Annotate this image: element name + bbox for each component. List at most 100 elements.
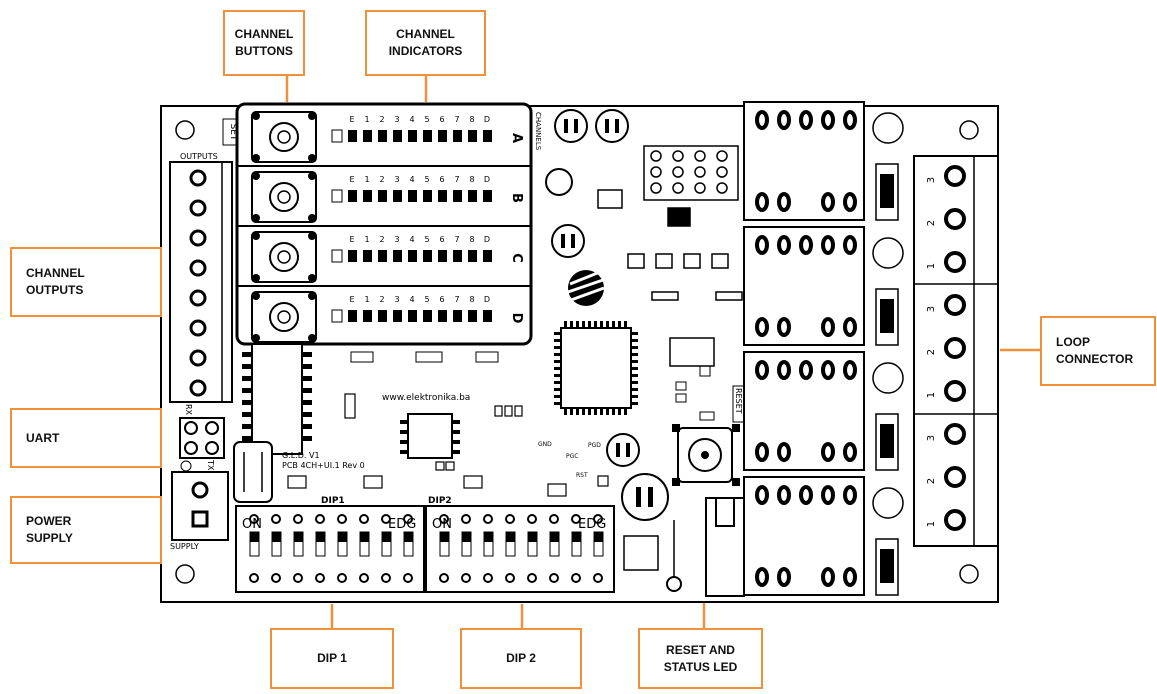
indicator-digit: 4 xyxy=(409,175,414,184)
indicator-led xyxy=(438,250,447,262)
indicator-digit: 5 xyxy=(424,175,429,184)
output-screw xyxy=(189,289,207,307)
indicator-led xyxy=(408,250,417,262)
indicator-led xyxy=(423,310,432,322)
loop-pin-number: 1 xyxy=(926,521,937,527)
indicator-led xyxy=(408,310,417,322)
silk-on-2: ON xyxy=(432,517,452,532)
indicator-digit: 5 xyxy=(424,295,429,304)
loop-pin-number: 1 xyxy=(926,263,937,269)
loop-pin-number: 2 xyxy=(926,349,937,355)
silk-pin-pgd: PGD xyxy=(588,442,601,449)
loop-screw xyxy=(944,251,966,273)
microcontroller xyxy=(560,327,632,409)
channel-letter: A xyxy=(509,133,524,143)
indicator-led xyxy=(393,190,402,202)
silk-model-line2: PCB 4CH+UI.1 Rev 0 xyxy=(282,461,365,470)
indicator-digit: 2 xyxy=(379,115,384,124)
indicator-digit: 4 xyxy=(409,295,414,304)
indicator-digit: 7 xyxy=(454,115,459,124)
eeprom-chip xyxy=(407,413,453,459)
relay xyxy=(743,476,904,596)
silk-on-1: ON xyxy=(242,517,262,532)
silk-pin-gnd: GND xyxy=(538,441,552,448)
indicator-led xyxy=(348,190,357,202)
loop-screw xyxy=(944,423,966,445)
indicator-digit: D xyxy=(484,235,490,244)
indicator-digit: 1 xyxy=(364,295,369,304)
indicator-led xyxy=(393,250,402,262)
indicator-digit: 5 xyxy=(424,235,429,244)
mcu-pins xyxy=(554,321,638,415)
indicator-digit: 3 xyxy=(394,115,399,124)
indicator-led xyxy=(363,190,372,202)
callout-loop-connector: LOOP CONNECTOR xyxy=(1040,316,1156,386)
silk-website: www.elektronika.ba xyxy=(382,393,470,403)
loop-pin-number: 2 xyxy=(926,478,937,484)
indicator-led xyxy=(378,190,387,202)
indicator-led xyxy=(378,250,387,262)
callout-dip2: DIP 2 xyxy=(460,628,582,689)
small-components xyxy=(287,393,609,497)
indicator-digit: 8 xyxy=(469,175,474,184)
indicator-led xyxy=(438,130,447,142)
output-screw xyxy=(189,379,207,397)
relay xyxy=(743,101,904,221)
indicator-led xyxy=(348,250,357,262)
indicator-digit: 1 xyxy=(364,115,369,124)
indicator-led xyxy=(438,190,447,202)
silk-set: SET xyxy=(228,124,238,141)
indicator-led xyxy=(363,310,372,322)
indicator-digit: 7 xyxy=(454,175,459,184)
relay xyxy=(743,226,904,346)
callout-dip1: DIP 1 xyxy=(270,628,394,689)
output-screw xyxy=(189,199,207,217)
indicator-digit: 3 xyxy=(394,175,399,184)
channel-letter: D xyxy=(509,313,524,324)
indicator-digit: 2 xyxy=(379,235,384,244)
silk-pin-rst: RST xyxy=(576,472,588,479)
indicator-digit: 4 xyxy=(409,235,414,244)
silk-edg-2: EDG xyxy=(578,517,606,532)
indicator-digit: E xyxy=(349,175,354,184)
small-ics xyxy=(597,189,743,367)
voltage-regulator xyxy=(705,497,745,597)
silk-rx: RX xyxy=(184,404,193,416)
indicator-digit: E xyxy=(349,295,354,304)
indicator-digit: 2 xyxy=(379,295,384,304)
indicator-led xyxy=(423,190,432,202)
indicator-digit: 6 xyxy=(439,175,444,184)
indicator-led xyxy=(483,130,492,142)
output-screw xyxy=(189,319,207,337)
indicator-led xyxy=(483,190,492,202)
indicator-led xyxy=(483,310,492,322)
indicator-digit: 2 xyxy=(379,175,384,184)
indicator-led xyxy=(453,310,462,322)
channel-letter: B xyxy=(509,193,524,203)
loop-pin-number: 3 xyxy=(926,177,937,183)
loop-screw xyxy=(944,208,966,230)
indicator-led xyxy=(423,250,432,262)
dip-switch-bank xyxy=(425,505,615,593)
silk-outputs: OUTPUTS xyxy=(180,152,218,161)
channel-panel xyxy=(235,102,533,346)
silk-dip1: DIP1 xyxy=(321,496,345,506)
dip-ic xyxy=(251,343,303,455)
indicator-led xyxy=(393,130,402,142)
output-screw xyxy=(189,259,207,277)
silk-tx: TX xyxy=(206,459,215,471)
indicator-digit: 6 xyxy=(439,115,444,124)
indicator-digit: 4 xyxy=(409,115,414,124)
uart-header xyxy=(179,417,225,459)
indicator-led xyxy=(348,310,357,322)
indicator-digit: 8 xyxy=(469,115,474,124)
callout-channel-indicators: CHANNEL INDICATORS xyxy=(365,10,486,76)
silk-supply: SUPPLY xyxy=(170,542,199,551)
eeprom-pins xyxy=(400,420,460,454)
loop-pin-number: 3 xyxy=(926,306,937,312)
